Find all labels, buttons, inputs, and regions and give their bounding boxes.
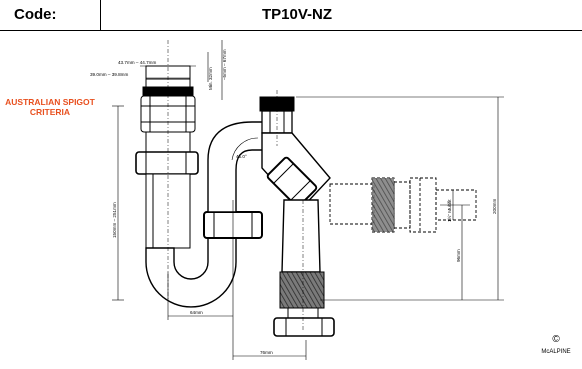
dim-outer-diameter: 43.7mm – 44.7mm [118, 60, 156, 65]
copyright-symbol: © [552, 334, 560, 345]
code-label: Code: [14, 6, 57, 23]
dim-spigot-height: 150mm – 251mm [112, 202, 117, 238]
spigot-criteria-line1: AUSTRALIAN SPIGOT [5, 97, 95, 107]
dim-outlet-height: 96mm [456, 249, 461, 262]
brand-name: McALPINE [541, 349, 571, 355]
dim-total-height: 200mm [492, 199, 497, 214]
dim-waste-size: 1½" Multifit [446, 199, 452, 222]
angled-branch [261, 132, 331, 212]
u-bend [145, 235, 237, 308]
dim-min-depth: Min. 32mm [208, 67, 213, 90]
dim-offset-76: 76mm [260, 350, 273, 355]
dimension-dash-guides [167, 40, 304, 330]
header-rule [0, 30, 582, 31]
swept-body [207, 121, 269, 213]
header-divider [100, 0, 101, 31]
product-code: TP10V-NZ [262, 6, 333, 23]
dim-offset-64: 64mm [190, 310, 203, 315]
dim-angle: 45.0° [236, 154, 247, 159]
spigot-criteria-note: AUSTRALIAN SPIGOT CRITERIA [2, 97, 98, 117]
dim-depth-tolerance: –5mm – 67mm [222, 49, 227, 80]
outlet-body [273, 199, 335, 337]
inlet-spigot [135, 65, 199, 249]
threaded-connector [372, 178, 394, 232]
spigot-criteria-line2: CRITERIA [29, 107, 71, 117]
dim-inner-diameter: 39.0mm – 39.8mm [90, 72, 128, 77]
header-bar: Code: TP10V-NZ [0, 0, 582, 31]
